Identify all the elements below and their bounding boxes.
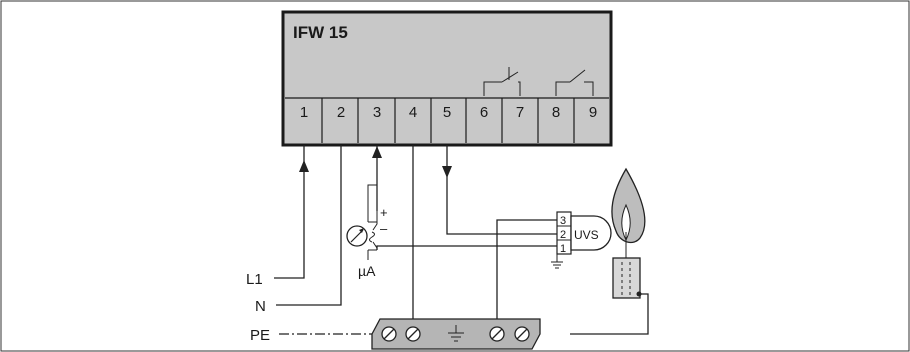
label-l1: L1 [246, 271, 263, 288]
uvs-label: UVS [574, 228, 599, 242]
arrow-down-icon [442, 166, 452, 178]
link-jumper-icon [369, 231, 375, 243]
label-minus: – [380, 221, 388, 236]
no-contact-symbol [555, 69, 594, 96]
uvs-pin-1: 1 [560, 243, 566, 255]
nc-contact-symbol [483, 67, 521, 96]
label-microamp: µA [358, 263, 376, 279]
burner-body [612, 257, 641, 299]
terminal3-wire [372, 145, 382, 211]
device-ifw15: IFW 15 1 2 3 4 5 6 7 8 9 [281, 10, 613, 147]
terminal-dividers [321, 98, 575, 143]
terminal-number-9: 9 [589, 104, 597, 121]
uvs-pin-2: 2 [560, 229, 566, 241]
terminal-number-5: 5 [443, 104, 451, 121]
arrow-up-icon [372, 146, 382, 158]
screw-slot [407, 328, 419, 340]
terminal-number-3: 3 [373, 104, 381, 121]
terminal-number-8: 8 [552, 104, 560, 121]
uvs-pin1-wire [376, 245, 557, 250]
screw-slot [491, 328, 503, 340]
terminal5-wire [442, 145, 557, 235]
l1-wire [274, 145, 309, 279]
flame-icon [611, 167, 646, 244]
screw-terminals [381, 326, 530, 342]
terminal-strip [371, 318, 541, 350]
flame-candle [570, 167, 649, 335]
uv-sensor: UVS 3 2 1 [496, 211, 612, 319]
label-pe: PE [250, 327, 270, 344]
terminal-number-1: 1 [300, 104, 308, 121]
uvs-pin-3: 3 [560, 215, 566, 227]
uvs-tube [570, 215, 612, 251]
n-wire [276, 145, 342, 306]
terminal-number-2: 2 [337, 104, 345, 121]
terminal-labels: 1 2 3 4 5 6 7 8 9 [300, 104, 597, 121]
screw-slot [516, 328, 528, 340]
ground-icon [448, 325, 464, 342]
terminal-number-7: 7 [516, 104, 524, 121]
terminal-number-6: 6 [480, 104, 488, 121]
burner-ground-wire [570, 293, 649, 335]
label-plus: + [380, 205, 388, 220]
label-n: N [255, 298, 266, 315]
screw-slot [383, 328, 395, 340]
arrow-up-icon [299, 160, 309, 172]
device-title: IFW 15 [293, 23, 348, 42]
terminal-number-4: 4 [409, 104, 417, 121]
microammeter [346, 184, 378, 260]
